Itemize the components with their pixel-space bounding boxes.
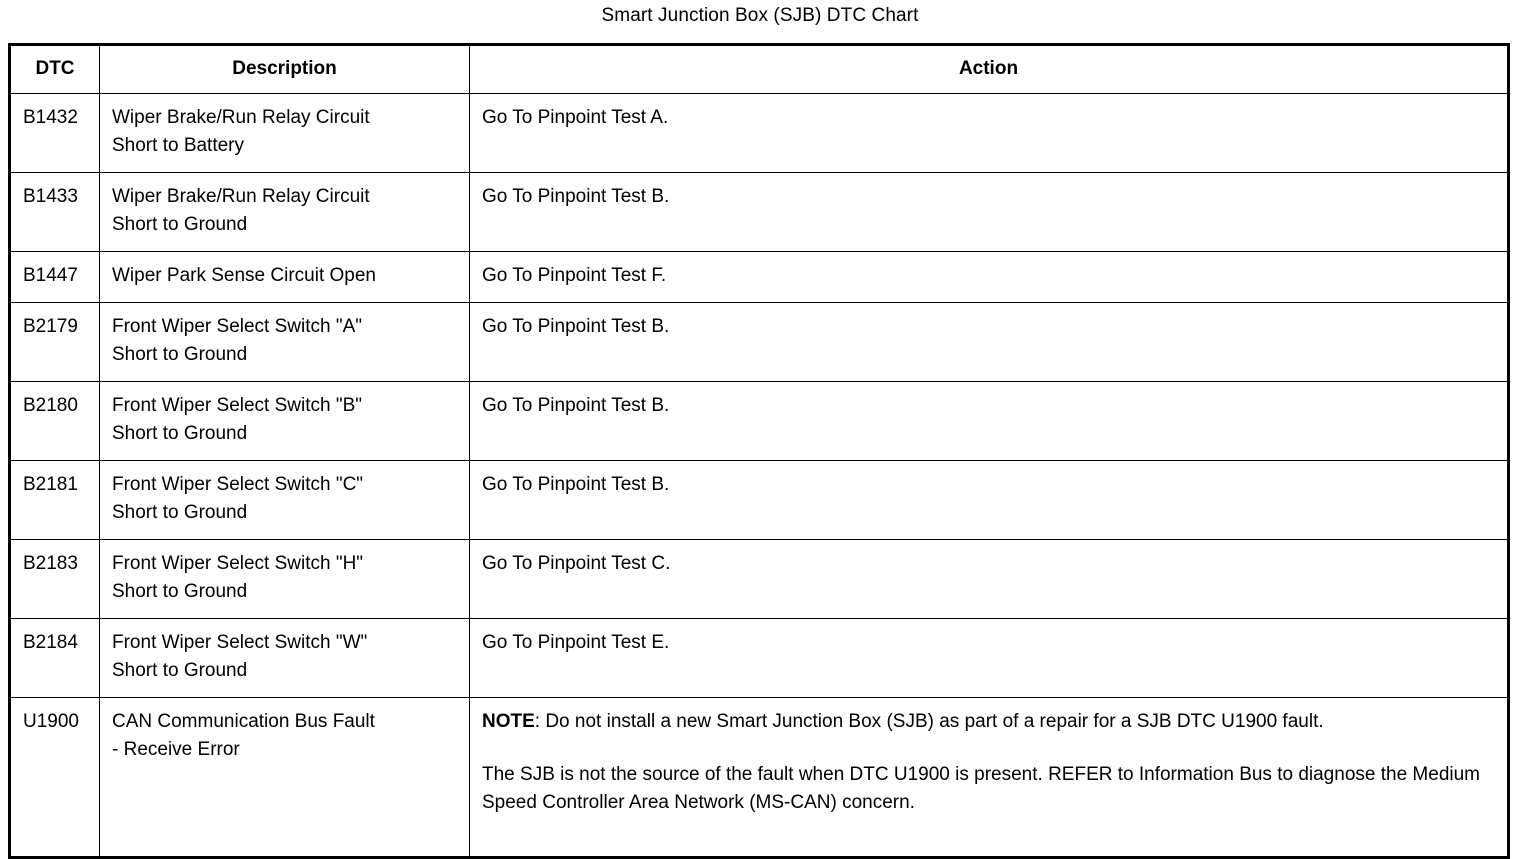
cell-description: Front Wiper Select Switch "C" Short to G… <box>99 460 470 540</box>
table-row: B2180 Front Wiper Select Switch "B" Shor… <box>9 381 1509 461</box>
cell-dtc: B2179 <box>9 302 100 382</box>
cell-action: Go To Pinpoint Test E. <box>469 618 1509 698</box>
dtc-chart-table: DTC Description Action B1432 Wiper Brake… <box>8 43 1510 859</box>
cell-dtc: B2184 <box>9 618 100 698</box>
description-line: Short to Ground <box>112 214 248 235</box>
note-body: : Do not install a new Smart Junction Bo… <box>534 711 1324 732</box>
description-line: Short to Ground <box>112 581 248 602</box>
column-header-description: Description <box>99 44 470 94</box>
cell-action: Go To Pinpoint Test B. <box>469 302 1509 382</box>
table-header-row: DTC Description Action <box>9 44 1509 94</box>
note-paragraph-primary: NOTE: Do not install a new Smart Junctio… <box>482 708 1495 736</box>
cell-action: Go To Pinpoint Test B. <box>469 460 1509 540</box>
note-paragraph-secondary: The SJB is not the source of the fault w… <box>482 764 1486 813</box>
action-text: Go To Pinpoint Test B. <box>482 474 670 495</box>
table-row: B1433 Wiper Brake/Run Relay Circuit Shor… <box>9 172 1509 252</box>
action-text: Go To Pinpoint Test B. <box>482 186 670 207</box>
cell-action: Go To Pinpoint Test C. <box>469 539 1509 619</box>
column-header-dtc: DTC <box>9 44 100 94</box>
description-line: Wiper Park Sense Circuit Open <box>112 265 376 286</box>
cell-action: Go To Pinpoint Test B. <box>469 381 1509 461</box>
cell-description: Wiper Park Sense Circuit Open <box>99 251 470 303</box>
table-row: B1432 Wiper Brake/Run Relay Circuit Shor… <box>9 93 1509 173</box>
action-text: Go To Pinpoint Test E. <box>482 632 670 653</box>
description-line: Front Wiper Select Switch "B" <box>112 395 363 416</box>
description-line: Short to Ground <box>112 344 248 365</box>
cell-dtc: B1433 <box>9 172 100 252</box>
cell-description: Front Wiper Select Switch "W" Short to G… <box>99 618 470 698</box>
table-body: B1432 Wiper Brake/Run Relay Circuit Shor… <box>9 93 1509 858</box>
description-line: CAN Communication Bus Fault <box>112 711 375 732</box>
cell-action: Go To Pinpoint Test F. <box>469 251 1509 303</box>
description-line: Front Wiper Select Switch "C" <box>112 474 364 495</box>
action-text: Go To Pinpoint Test A. <box>482 107 669 128</box>
description-line: Front Wiper Select Switch "W" <box>112 632 368 653</box>
action-text: Go To Pinpoint Test B. <box>482 316 670 337</box>
cell-description: Front Wiper Select Switch "A" Short to G… <box>99 302 470 382</box>
cell-description: Wiper Brake/Run Relay Circuit Short to B… <box>99 93 470 173</box>
dtc-chart-table-container: DTC Description Action B1432 Wiper Brake… <box>8 43 1510 859</box>
description-line: Wiper Brake/Run Relay Circuit <box>112 186 370 207</box>
description-line: Short to Ground <box>112 660 248 681</box>
description-line: Front Wiper Select Switch "A" <box>112 316 363 337</box>
page-title: Smart Junction Box (SJB) DTC Chart <box>601 5 919 26</box>
table-row: B2183 Front Wiper Select Switch "H" Shor… <box>9 539 1509 619</box>
cell-description: Front Wiper Select Switch "B" Short to G… <box>99 381 470 461</box>
cell-dtc: B1432 <box>9 93 100 173</box>
cell-action: Go To Pinpoint Test A. <box>469 93 1509 173</box>
action-text: Go To Pinpoint Test F. <box>482 265 667 286</box>
description-line: Front Wiper Select Switch "H" <box>112 553 364 574</box>
action-text: Go To Pinpoint Test B. <box>482 395 670 416</box>
cell-dtc: B1447 <box>9 251 100 303</box>
cell-dtc: B2183 <box>9 539 100 619</box>
table-row: B2181 Front Wiper Select Switch "C" Shor… <box>9 460 1509 540</box>
cell-description: CAN Communication Bus Fault - Receive Er… <box>99 697 470 858</box>
cell-description: Wiper Brake/Run Relay Circuit Short to G… <box>99 172 470 252</box>
table-row: B1447 Wiper Park Sense Circuit Open Go T… <box>9 251 1509 303</box>
action-text: Go To Pinpoint Test C. <box>482 553 671 574</box>
cell-dtc: U1900 <box>9 697 100 858</box>
description-line: Short to Ground <box>112 502 248 523</box>
description-line: - Receive Error <box>112 739 240 760</box>
description-line: Wiper Brake/Run Relay Circuit <box>112 107 370 128</box>
table-row: B2184 Front Wiper Select Switch "W" Shor… <box>9 618 1509 698</box>
note-label: NOTE <box>482 711 535 732</box>
table-row: B2179 Front Wiper Select Switch "A" Shor… <box>9 302 1509 382</box>
description-line: Short to Battery <box>112 135 245 156</box>
description-line: Short to Ground <box>112 423 248 444</box>
table-header: DTC Description Action <box>9 44 1509 94</box>
column-header-action: Action <box>469 44 1509 94</box>
cell-dtc: B2181 <box>9 460 100 540</box>
table-row: U1900 CAN Communication Bus Fault - Rece… <box>9 697 1509 858</box>
cell-action: Go To Pinpoint Test B. <box>469 172 1509 252</box>
cell-dtc: B2180 <box>9 381 100 461</box>
cell-description: Front Wiper Select Switch "H" Short to G… <box>99 539 470 619</box>
cell-action: NOTE: Do not install a new Smart Junctio… <box>469 697 1509 858</box>
